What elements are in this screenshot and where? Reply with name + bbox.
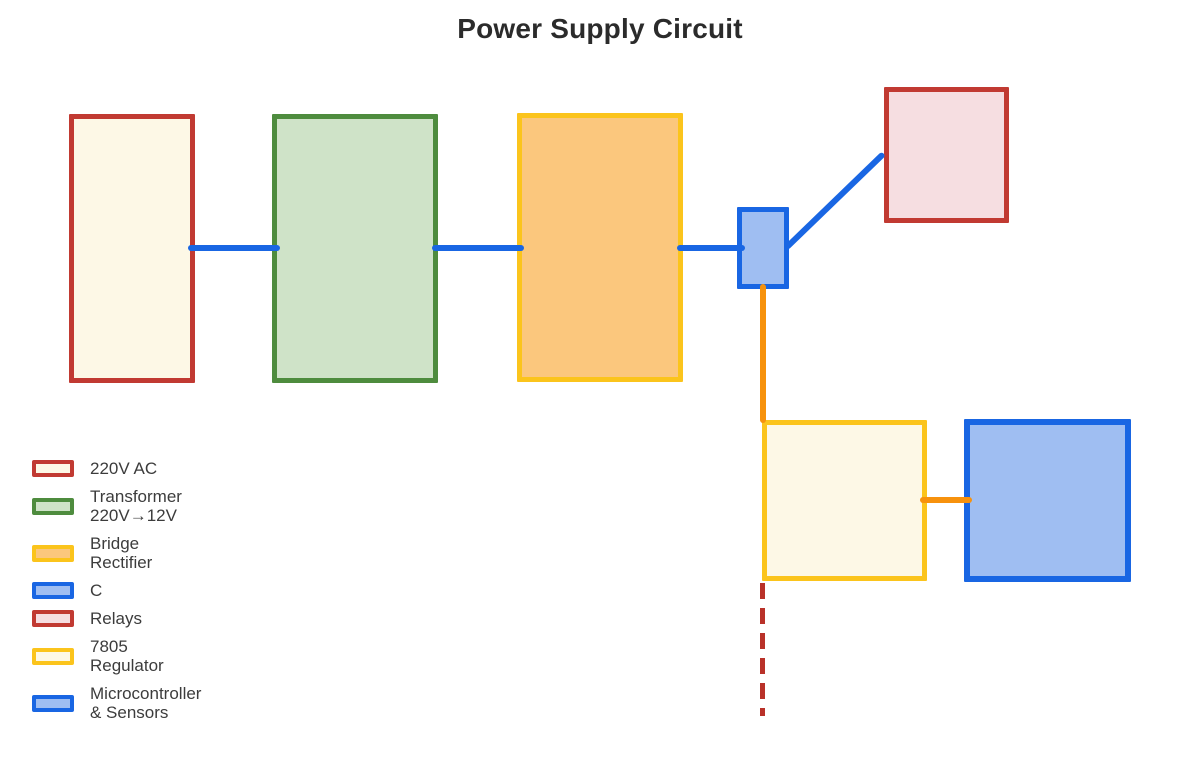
node-microcontroller xyxy=(964,419,1131,582)
legend-label: 220V AC xyxy=(90,459,157,478)
legend-swatch-microcontroller xyxy=(32,694,74,712)
legend-item-220v-ac: 220V AC xyxy=(32,459,201,478)
legend-label-line: Microcontroller xyxy=(90,684,202,703)
legend-swatch-7805-regulator xyxy=(32,647,74,665)
legend-item-bridge-rectifier: Bridge Rectifier xyxy=(32,534,201,572)
legend-swatch-relays xyxy=(32,610,74,627)
legend-item-7805-regulator: 7805 Regulator xyxy=(32,637,201,675)
edge-transformer-to-rectifier xyxy=(432,245,524,251)
legend-label-line: Rectifier xyxy=(90,553,153,572)
legend-label: C xyxy=(90,581,102,600)
legend-label-line: Relays xyxy=(90,609,142,628)
diagram-title: Power Supply Circuit xyxy=(457,13,743,44)
legend-label-line: Transformer xyxy=(90,487,182,506)
legend-label-line: 220V AC xyxy=(90,459,158,478)
edge-capacitor-to-relays xyxy=(783,151,886,251)
legend-item-microcontroller: Microcontroller & Sensors xyxy=(32,684,201,722)
legend-swatch-220v-ac xyxy=(32,460,74,477)
legend-label: 7805 Regulator xyxy=(90,637,164,675)
node-220v-ac xyxy=(69,114,195,383)
legend-label: Relays xyxy=(90,609,142,628)
legend-swatch-transformer xyxy=(32,497,74,515)
legend-swatch-capacitor xyxy=(32,582,74,599)
legend-label: Transformer 220V→12V xyxy=(90,487,182,525)
node-bridge-rectifier xyxy=(517,113,683,382)
edge-capacitor-to-regulator xyxy=(760,284,766,423)
legend-item-capacitor: C xyxy=(32,581,201,600)
legend-label-line: & Sensors xyxy=(90,703,169,722)
legend-label-line: 7805 xyxy=(90,637,128,656)
legend-item-transformer: Transformer 220V→12V xyxy=(32,487,201,525)
legend-label-line: C xyxy=(90,581,103,600)
node-7805-regulator xyxy=(762,420,927,581)
edge-regulator-dashed-ground xyxy=(760,583,765,716)
legend-label-line: Regulator xyxy=(90,656,164,675)
edge-ac-to-transformer xyxy=(188,245,280,251)
edge-regulator-to-microcontroller xyxy=(920,497,972,503)
legend-label-line: 220V→12V xyxy=(90,506,177,525)
node-relays xyxy=(884,87,1009,223)
legend-label: Microcontroller & Sensors xyxy=(90,684,201,722)
edge-rectifier-to-capacitor xyxy=(677,245,745,251)
legend-label: Bridge Rectifier xyxy=(90,534,152,572)
node-transformer xyxy=(272,114,438,383)
legend-swatch-bridge-rectifier xyxy=(32,544,74,562)
legend-item-relays: Relays xyxy=(32,609,201,628)
legend-label-line: Bridge xyxy=(90,534,140,553)
legend: 220V AC Transformer 220V→12V Bridge Rect… xyxy=(32,459,201,722)
